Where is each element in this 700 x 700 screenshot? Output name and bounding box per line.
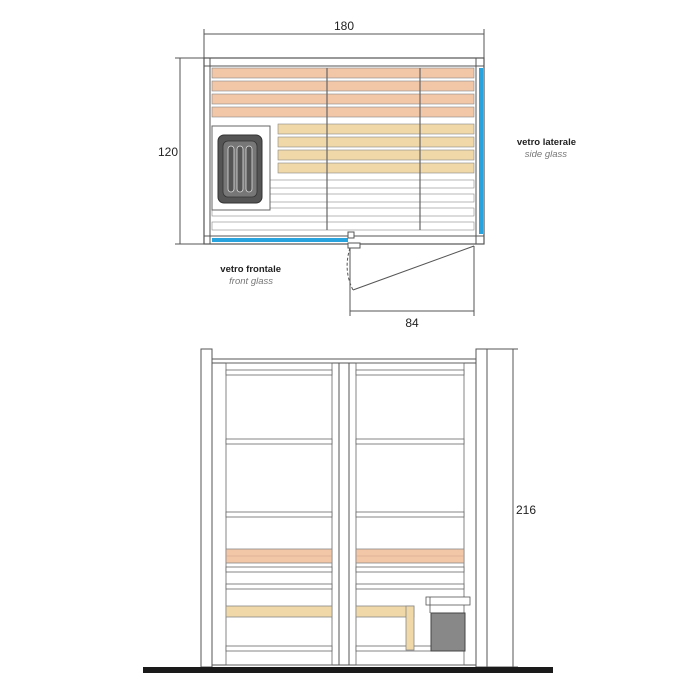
door-dimension-label: 84: [405, 316, 419, 330]
door-dimension: 84: [349, 246, 475, 330]
lower-bench: [277, 123, 475, 174]
door-pivot: [347, 231, 355, 239]
upper-bench-slat: [211, 93, 475, 105]
height-dimension-label: 216: [516, 503, 536, 517]
elevation-heater-guard: [425, 596, 471, 606]
plan-corner-post-tl: [203, 57, 211, 67]
door-mullion: [338, 362, 350, 666]
side-glass-label-it: vetro laterale: [517, 137, 576, 148]
depth-dimension: 120: [158, 57, 204, 245]
side-glass-label-en: side glass: [525, 149, 567, 160]
floor-slat: [211, 221, 475, 231]
bench-joists: [326, 68, 421, 230]
lower-bench-slat: [277, 136, 475, 148]
plan-view: 180 120: [158, 19, 576, 330]
lower-bench-leg: [405, 605, 415, 651]
upper-bench: [211, 67, 475, 118]
depth-dimension-label: 120: [158, 145, 178, 159]
lower-bench-slat: [277, 162, 475, 174]
lower-bench-slat: [277, 123, 475, 135]
elevation-post-right: [475, 348, 488, 668]
elevation-top-rail: [211, 358, 477, 364]
front-glass-label-it: vetro frontale: [220, 264, 281, 275]
floor-slats: [211, 179, 475, 231]
upper-bench-slat: [211, 67, 475, 79]
floor-line: [143, 667, 553, 673]
side-glass-panel: [479, 68, 483, 234]
heater-icon: [217, 134, 263, 204]
plan-outer-wall: [203, 57, 485, 245]
front-glass-panel: [212, 238, 348, 242]
upper-bench-slat: [211, 106, 475, 118]
plan-corner-post-bl: [203, 235, 211, 245]
width-dimension: 180: [203, 19, 485, 58]
floor-slat: [211, 207, 475, 217]
elevation-post-left: [200, 348, 213, 668]
plan-corner-post-tr: [475, 57, 485, 67]
elevation-lower-bench: [225, 605, 333, 618]
front-glass-label-en: front glass: [229, 276, 273, 287]
door-leaf-closed: [347, 242, 361, 249]
elevation-view: 216: [143, 348, 553, 673]
door-swing: [346, 245, 475, 291]
upper-bench-slat: [211, 80, 475, 92]
elevation-heater: [430, 612, 466, 652]
width-dimension-label: 180: [334, 19, 354, 33]
plan-corner-post-br: [475, 235, 485, 245]
height-dimension: 216: [487, 348, 536, 668]
floor-slat: [269, 179, 475, 189]
plan-inner-wall: [209, 65, 477, 237]
lower-bench-slat: [277, 149, 475, 161]
elevation-lower-bench: [355, 605, 415, 618]
